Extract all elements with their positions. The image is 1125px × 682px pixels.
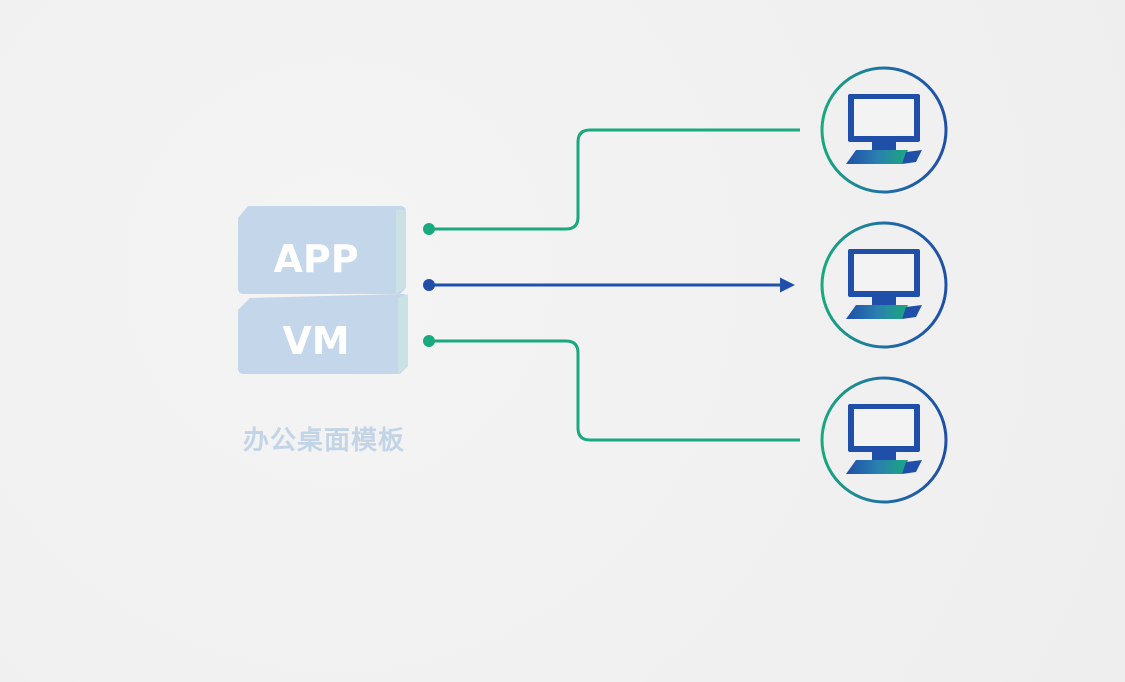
app-label: APP — [273, 237, 358, 281]
desktop-node — [820, 376, 948, 504]
template-stack: APP VM — [238, 206, 408, 374]
desktop-node — [820, 221, 948, 349]
app-block: APP — [238, 206, 406, 294]
connection-line — [429, 128, 800, 231]
connection-top — [423, 128, 800, 235]
desktop-ring — [820, 66, 948, 194]
desktop-ring — [820, 221, 948, 349]
desktop-node — [820, 66, 948, 194]
connection-bottom — [423, 335, 800, 442]
connection-line — [429, 339, 800, 442]
vm-label: VM — [282, 319, 349, 363]
vm-block: VM — [238, 294, 408, 374]
connection-middle — [423, 277, 795, 293]
desktop-computer-icon — [846, 404, 922, 474]
desktop-ring — [820, 376, 948, 504]
desktop-computer-icon — [846, 249, 922, 319]
template-caption: 办公桌面模板 — [242, 426, 405, 456]
desktop-computer-icon — [846, 94, 922, 164]
